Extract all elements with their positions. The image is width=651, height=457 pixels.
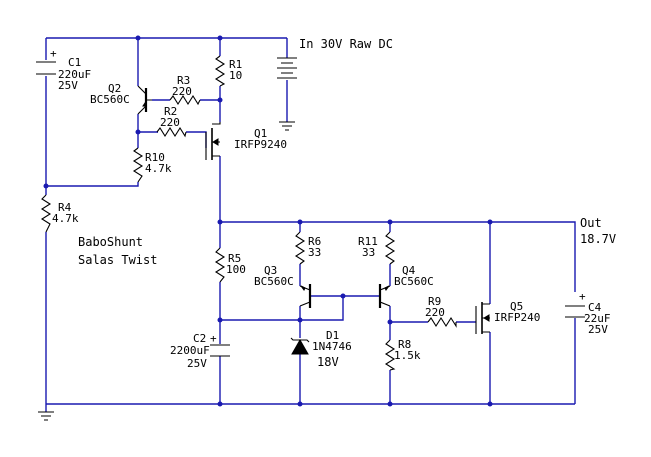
q4-part: BC560C (394, 275, 434, 288)
q5-ref: Q5 (510, 300, 523, 313)
resistor-r5-symbol (214, 247, 226, 283)
supply-label: In 30V Raw DC (299, 37, 393, 51)
c1-rating: 25V (58, 79, 78, 92)
c1-ref: C1 (68, 56, 81, 69)
r6-ref: R6 (308, 235, 321, 248)
resistor-r9-symbol (427, 316, 457, 328)
c2-rating: 25V (187, 357, 207, 370)
transistor-q3-symbol (299, 284, 312, 308)
capacitor-c4-symbol (565, 305, 585, 318)
resistor-r8-symbol (384, 339, 396, 371)
r11-value: 33 (362, 246, 375, 259)
output-label: Out (580, 216, 602, 230)
r9-ref: R9 (428, 295, 441, 308)
output-rail-wire (220, 221, 576, 292)
title-line2: Salas Twist (78, 253, 157, 267)
capacitor-c2-symbol (210, 344, 230, 357)
r8-value: 1.5k (394, 349, 421, 362)
transistor-q4-symbol (378, 284, 391, 308)
resistor-r4-symbol (40, 194, 52, 233)
resistor-r11-symbol (384, 231, 396, 265)
battery-symbol (277, 57, 297, 79)
r3-value: 220 (172, 85, 192, 98)
r2-value: 220 (160, 116, 180, 129)
q4-ref: Q4 (402, 264, 416, 277)
r10-bottom-wire (46, 182, 139, 187)
r2-ref: R2 (164, 105, 177, 118)
ground-symbol-main (38, 411, 54, 421)
q2-part: BC560C (90, 93, 130, 106)
r1-ref: R1 (229, 58, 242, 71)
r10-ref: R10 (145, 151, 165, 164)
d1-voltage: 18V (317, 355, 339, 369)
d1-ref: D1 (326, 329, 339, 342)
r5-value: 100 (226, 263, 246, 276)
q3-part: BC560C (254, 275, 294, 288)
q1-ref: Q1 (254, 127, 267, 140)
r4-ref: R4 (58, 201, 72, 214)
q2-ref: Q2 (108, 82, 121, 95)
c2-polarity: + (210, 332, 217, 345)
r9-value: 220 (425, 306, 445, 319)
output-voltage-label: 18.7V (580, 232, 616, 246)
c1-value: 220uF (58, 68, 91, 81)
r1-value: 10 (229, 69, 242, 82)
c4-value: 22uF (584, 312, 611, 325)
d1-part: 1N4746 (312, 340, 352, 353)
r5-ref: R5 (228, 252, 241, 265)
r11-ref: R11 (358, 235, 378, 248)
ground-symbol-battery (279, 121, 295, 131)
r10-value: 4.7k (145, 162, 172, 175)
resistor-r3-symbol (169, 94, 201, 106)
resistor-r2-symbol (156, 126, 187, 138)
capacitor-c1-symbol (36, 61, 56, 75)
mosfet-q1-symbol (205, 122, 221, 160)
q5-part: IRFP240 (494, 311, 540, 324)
c4-rating: 25V (588, 323, 608, 336)
resistor-r1-symbol (214, 55, 226, 87)
c1-polarity: + (50, 47, 57, 60)
c4-polarity: + (579, 290, 586, 303)
mosfet-q5-symbol (475, 302, 490, 334)
q3-q4-base-wire (300, 295, 380, 321)
r6-value: 33 (308, 246, 321, 259)
junction-dots (43, 35, 493, 407)
resistor-r10-symbol (132, 147, 144, 183)
resistor-r6-symbol (294, 231, 306, 265)
r3-ref: R3 (177, 74, 190, 87)
r10-top-wire (137, 131, 158, 148)
transistor-q2-symbol (137, 85, 152, 115)
c4-ref: C4 (588, 301, 602, 314)
r8-ref: R8 (398, 338, 411, 351)
c2-ref: C2 (193, 332, 206, 345)
zener-d1-symbol (290, 337, 310, 355)
r4-value: 4.7k (52, 212, 79, 225)
q3-ref: Q3 (264, 264, 277, 277)
labels: In 30V Raw DC Out 18.7V BaboShunt Salas … (50, 37, 616, 370)
c2-value: 2200uF (170, 344, 210, 357)
q1-part: IRFP9240 (234, 138, 287, 151)
title-line1: BaboShunt (78, 235, 143, 249)
